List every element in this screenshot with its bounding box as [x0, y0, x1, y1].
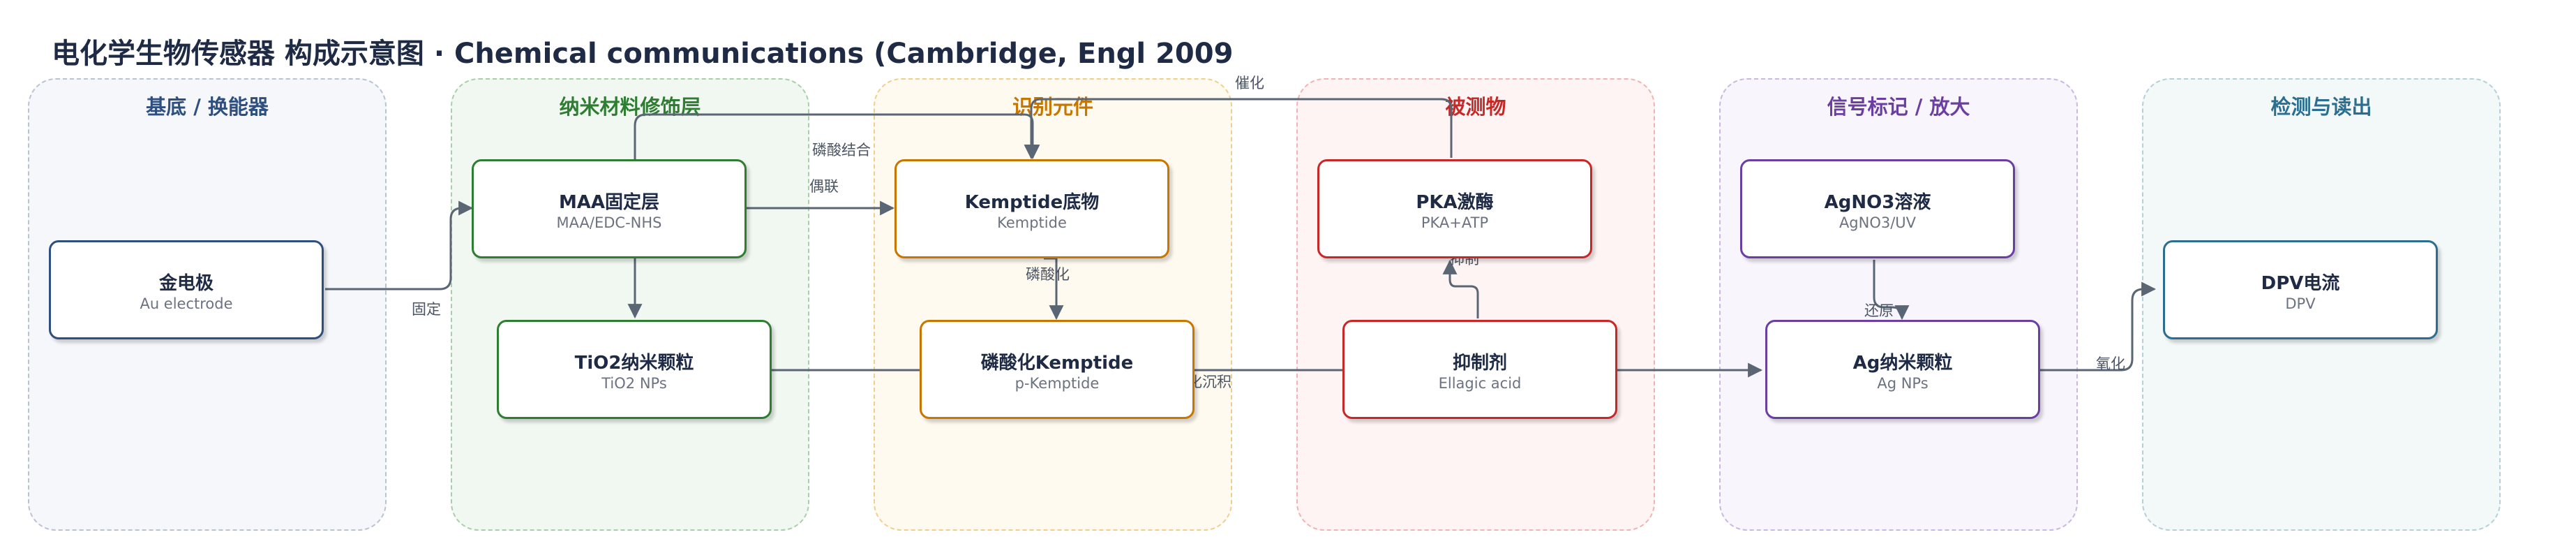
node-subtitle: Au electrode	[140, 295, 233, 312]
node-title: 金电极	[158, 273, 214, 294]
node-title: MAA固定层	[558, 192, 660, 213]
node-title: PKA激酶	[1416, 192, 1494, 213]
edge-pka-kemptide	[1024, 98, 1453, 160]
panel-analyte: 被测物	[1296, 78, 1655, 531]
node-title: 抑制剂	[1452, 353, 1507, 374]
edge-label-catalysis: 催化	[1235, 75, 1264, 91]
node-electrode: 金电极 Au electrode	[49, 240, 324, 339]
node-inhibitor: 抑制剂 Ellagic acid	[1342, 320, 1617, 419]
node-subtitle: p-Kemptide	[1014, 375, 1100, 392]
panel-title: 信号标记 / 放大	[1827, 95, 1970, 119]
node-subtitle: Ellagic acid	[1438, 375, 1522, 392]
node-maa: MAA固定层 MAA/EDC-NHS	[472, 159, 747, 258]
edge-inhibitor-pka	[1442, 259, 1479, 318]
edge-label-reduction: 还原	[1864, 302, 1894, 319]
edge-label-phosphorylation: 磷酸化	[1026, 266, 1070, 283]
edge-label-fixed: 固定	[412, 301, 441, 318]
node-title: Ag纳米颗粒	[1852, 353, 1953, 374]
node-title: DPV电流	[2261, 273, 2340, 294]
edge-label-oxidation: 氧化	[2096, 355, 2125, 372]
node-subtitle: TiO2 NPs	[601, 375, 667, 392]
node-pkemptide: 磷酸化Kemptide p-Kemptide	[920, 320, 1195, 419]
node-subtitle: DPV	[2285, 295, 2316, 312]
node-subtitle: Ag NPs	[1877, 375, 1929, 392]
node-title: 磷酸化Kemptide	[980, 353, 1134, 374]
node-subtitle: MAA/EDC-NHS	[556, 214, 662, 231]
panel-title: 被测物	[1445, 95, 1506, 119]
node-pka: PKA激酶 PKA+ATP	[1317, 159, 1592, 258]
node-tio2: TiO2纳米颗粒 TiO2 NPs	[497, 320, 772, 419]
node-title: TiO2纳米颗粒	[574, 353, 694, 374]
panel-signal: 信号标记 / 放大	[1719, 78, 2078, 531]
edge-agno3-agnp	[1873, 260, 1910, 321]
node-agno3: AgNO3溶液 AgNO3/UV	[1740, 159, 2015, 258]
node-title: Kemptide底物	[964, 192, 1100, 213]
edge-label-coupling: 偶联	[809, 178, 839, 195]
panel-title: 基底 / 换能器	[146, 95, 269, 119]
edge-label-phos-binding: 磷酸结合	[812, 142, 871, 159]
diagram-title: 电化学生物传感器 构成示意图 · Chemical communications…	[52, 38, 1234, 70]
node-subtitle: Kemptide	[997, 214, 1067, 231]
node-subtitle: AgNO3/UV	[1839, 214, 1917, 231]
node-subtitle: PKA+ATP	[1421, 214, 1489, 231]
edge-electrode-maa	[325, 200, 474, 291]
panel-title: 检测与读出	[2270, 95, 2372, 119]
node-agnp: Ag纳米颗粒 Ag NPs	[1765, 320, 2040, 419]
edge-kemptide-pkemptide	[1044, 257, 1064, 321]
node-dpv: DPV电流 DPV	[2163, 240, 2438, 339]
node-kemptide: Kemptide底物 Kemptide	[894, 159, 1169, 258]
node-title: AgNO3溶液	[1824, 192, 1931, 213]
edge-agnp-dpv	[2036, 281, 2157, 372]
